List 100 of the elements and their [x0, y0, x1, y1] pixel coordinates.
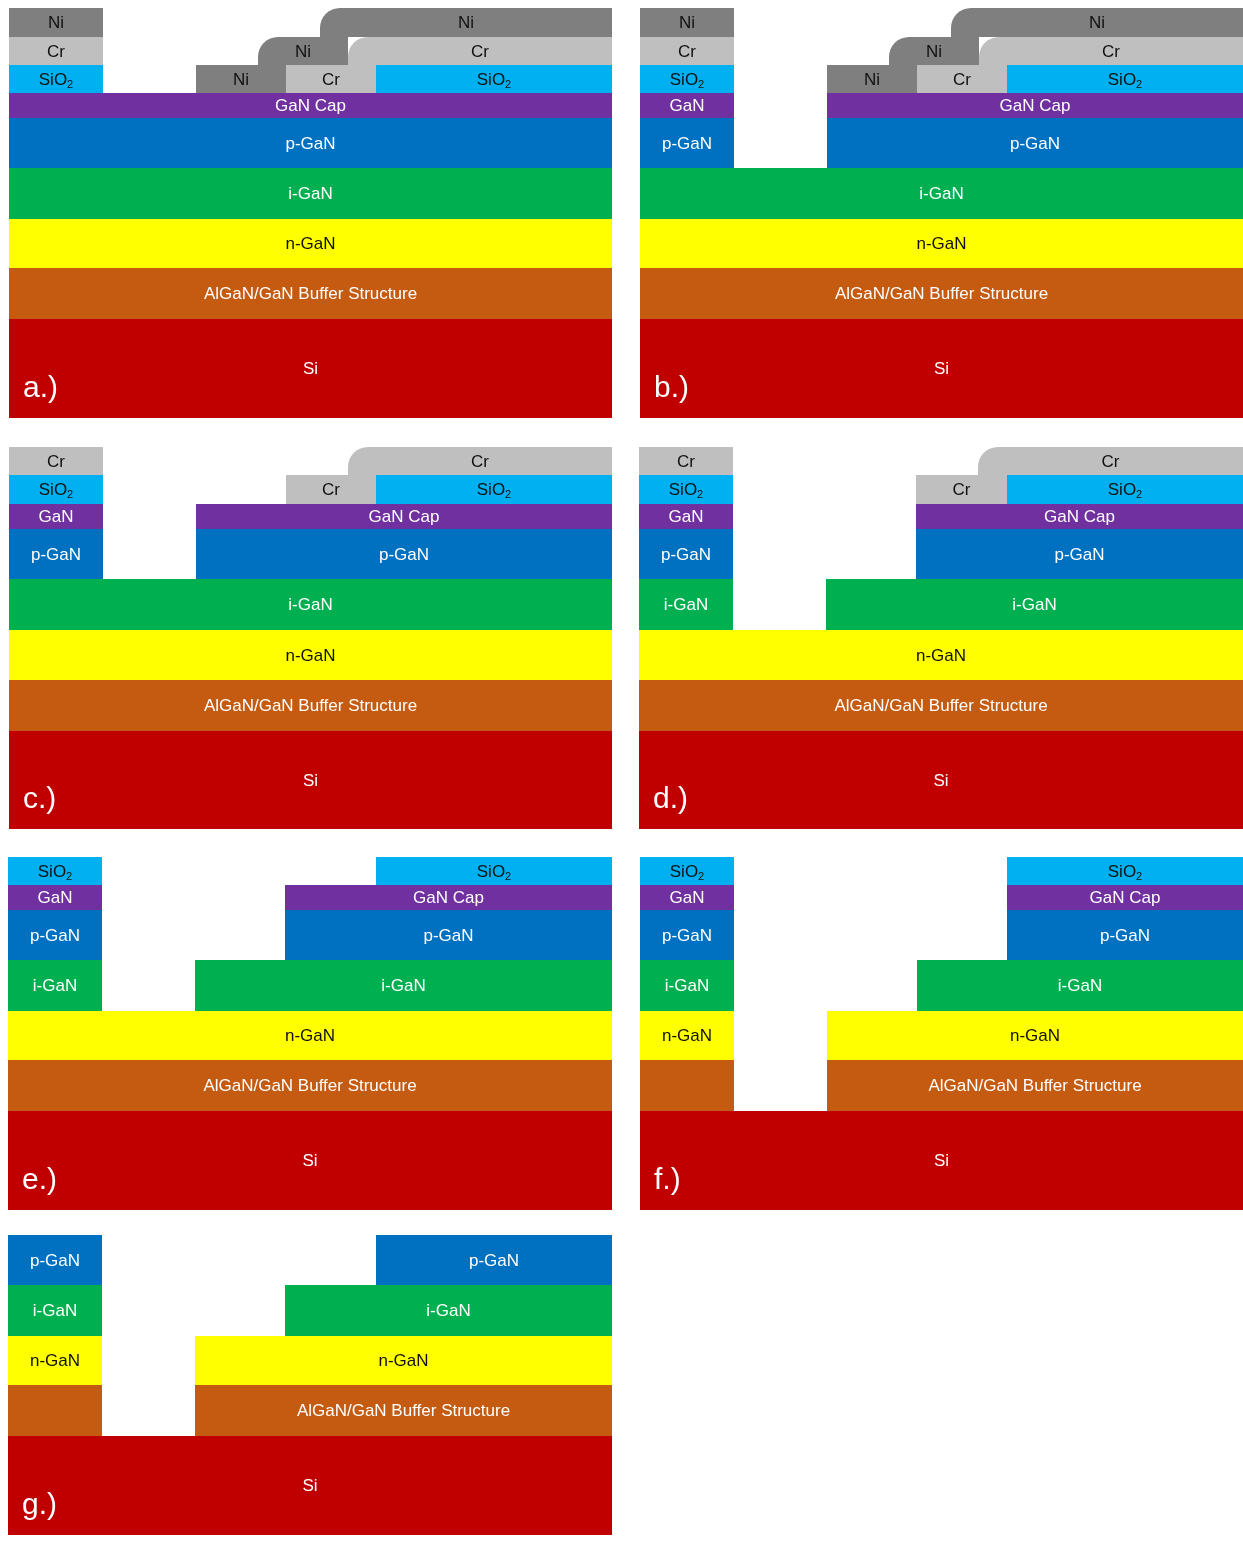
- layer-band: [196, 65, 286, 93]
- layer-band: [951, 8, 1243, 37]
- panel-label: g.): [22, 1489, 57, 1519]
- layer-label: SiO$_{2}$: [1107, 862, 1143, 880]
- layer-label: Cr: [322, 481, 340, 498]
- layer-label: Cr: [1102, 42, 1120, 60]
- layer-label: Cr: [471, 42, 489, 60]
- layer-band: [376, 1235, 612, 1285]
- layer-label: Cr: [678, 42, 696, 60]
- layer-label: SiO$_{2}$: [1107, 481, 1143, 498]
- layer-label: p-GaN: [1009, 134, 1061, 152]
- panel-label: d.): [653, 783, 688, 813]
- layer-band: [285, 885, 612, 910]
- layer-band: [9, 504, 103, 529]
- layer-band: [8, 1336, 102, 1385]
- layer-band: [640, 885, 734, 910]
- layer-label: p-GaN: [1099, 926, 1151, 944]
- layer-label: GaN Cap: [413, 889, 484, 906]
- layer-label: SiO$_{2}$: [38, 70, 74, 88]
- layer-band: [640, 168, 1243, 219]
- layer-band: [9, 579, 612, 630]
- layer-band: [8, 910, 102, 960]
- layer-label: p-GaN: [468, 1251, 520, 1269]
- layer-band: [258, 37, 348, 65]
- layer-band: [9, 65, 103, 93]
- layer-label: SiO$_{2}$: [1107, 70, 1143, 88]
- layer-band: [8, 1235, 102, 1285]
- layer-label: i-GaN: [1012, 596, 1057, 613]
- layer-band: [639, 731, 1243, 829]
- layer-band: [376, 857, 612, 885]
- layer-label: Ni: [925, 42, 943, 60]
- panel-label: a.): [23, 372, 58, 402]
- layer-label: n-GaN: [661, 1027, 713, 1044]
- layer-label: SiO$_{2}$: [476, 481, 512, 498]
- layer-label: AlGaN/GaN Buffer Structure: [834, 697, 1048, 714]
- layer-band: [827, 1011, 1243, 1060]
- layer-label: SiO$_{2}$: [38, 481, 74, 498]
- layer-label: n-GaN: [285, 235, 336, 252]
- layer-band: [376, 475, 612, 504]
- layer-label: p-GaN: [29, 1251, 81, 1269]
- layer-band: [8, 1060, 612, 1111]
- layer-band: [1007, 910, 1243, 960]
- layer-band: [827, 65, 917, 93]
- panel-label: e.): [22, 1164, 57, 1194]
- layer-label: AlGaN/GaN Buffer Structure: [203, 697, 418, 714]
- layer-label: n-GaN: [284, 1027, 336, 1044]
- layer-band: [640, 960, 734, 1011]
- layer-label: Cr: [47, 452, 65, 470]
- layer-band: [826, 579, 1243, 630]
- layer-label: AlGaN/GaN Buffer Structure: [834, 285, 1049, 302]
- layer-band: [196, 504, 612, 529]
- layer-label: p-GaN: [661, 134, 713, 152]
- layer-band: [9, 168, 612, 219]
- layer-band: [9, 93, 612, 118]
- layer-band: [9, 37, 103, 65]
- layer-label: Si: [302, 360, 319, 377]
- layer-band: [9, 475, 103, 504]
- layer-label: GaN: [38, 508, 74, 525]
- layer-label: Cr: [1101, 452, 1120, 470]
- panel-label: b.): [654, 372, 689, 402]
- layer-band: [639, 630, 1243, 680]
- layer-band: [9, 731, 612, 829]
- layer-band: [640, 910, 734, 960]
- layer-label: n-GaN: [285, 646, 336, 664]
- layer-label: GaN: [668, 508, 704, 525]
- layer-band: [639, 579, 733, 630]
- layer-band: [916, 475, 1007, 504]
- layer-label: p-GaN: [660, 545, 712, 563]
- layer-label: AlGaN/GaN Buffer Structure: [928, 1077, 1142, 1094]
- layer-label: AlGaN/GaN Buffer Structure: [203, 285, 418, 302]
- layer-label: Cr: [322, 70, 340, 88]
- layer-band: [9, 319, 612, 418]
- layer-band: [640, 857, 734, 885]
- layer-band: [640, 118, 734, 168]
- layer-band: [639, 680, 1243, 731]
- layer-band: [827, 1060, 1243, 1111]
- layer-band: [917, 960, 1243, 1011]
- layer-band: [916, 504, 1243, 529]
- layer-band: [195, 960, 612, 1011]
- layer-label: GaN: [37, 889, 73, 906]
- layer-band: [348, 37, 612, 65]
- layer-band: [827, 93, 1243, 118]
- layer-band: [889, 37, 979, 65]
- layer-label: Si: [933, 1152, 950, 1169]
- layer-band: [9, 118, 612, 168]
- layer-band: [285, 1285, 612, 1336]
- layer-label: Si: [302, 1152, 318, 1169]
- layer-band: [979, 37, 1243, 65]
- layer-band: [9, 630, 612, 680]
- layer-label: SiO$_{2}$: [37, 862, 73, 880]
- layer-band: [9, 680, 612, 731]
- layer-band: [9, 268, 612, 319]
- panel-label: f.): [654, 1164, 681, 1194]
- layer-band: [9, 447, 103, 475]
- layer-label: p-GaN: [661, 926, 713, 944]
- layer-band: [1007, 885, 1243, 910]
- layer-label: p-GaN: [285, 134, 336, 152]
- layer-label: Ni: [47, 14, 65, 31]
- layer-label: i-GaN: [288, 596, 333, 613]
- layer-band: [916, 529, 1243, 579]
